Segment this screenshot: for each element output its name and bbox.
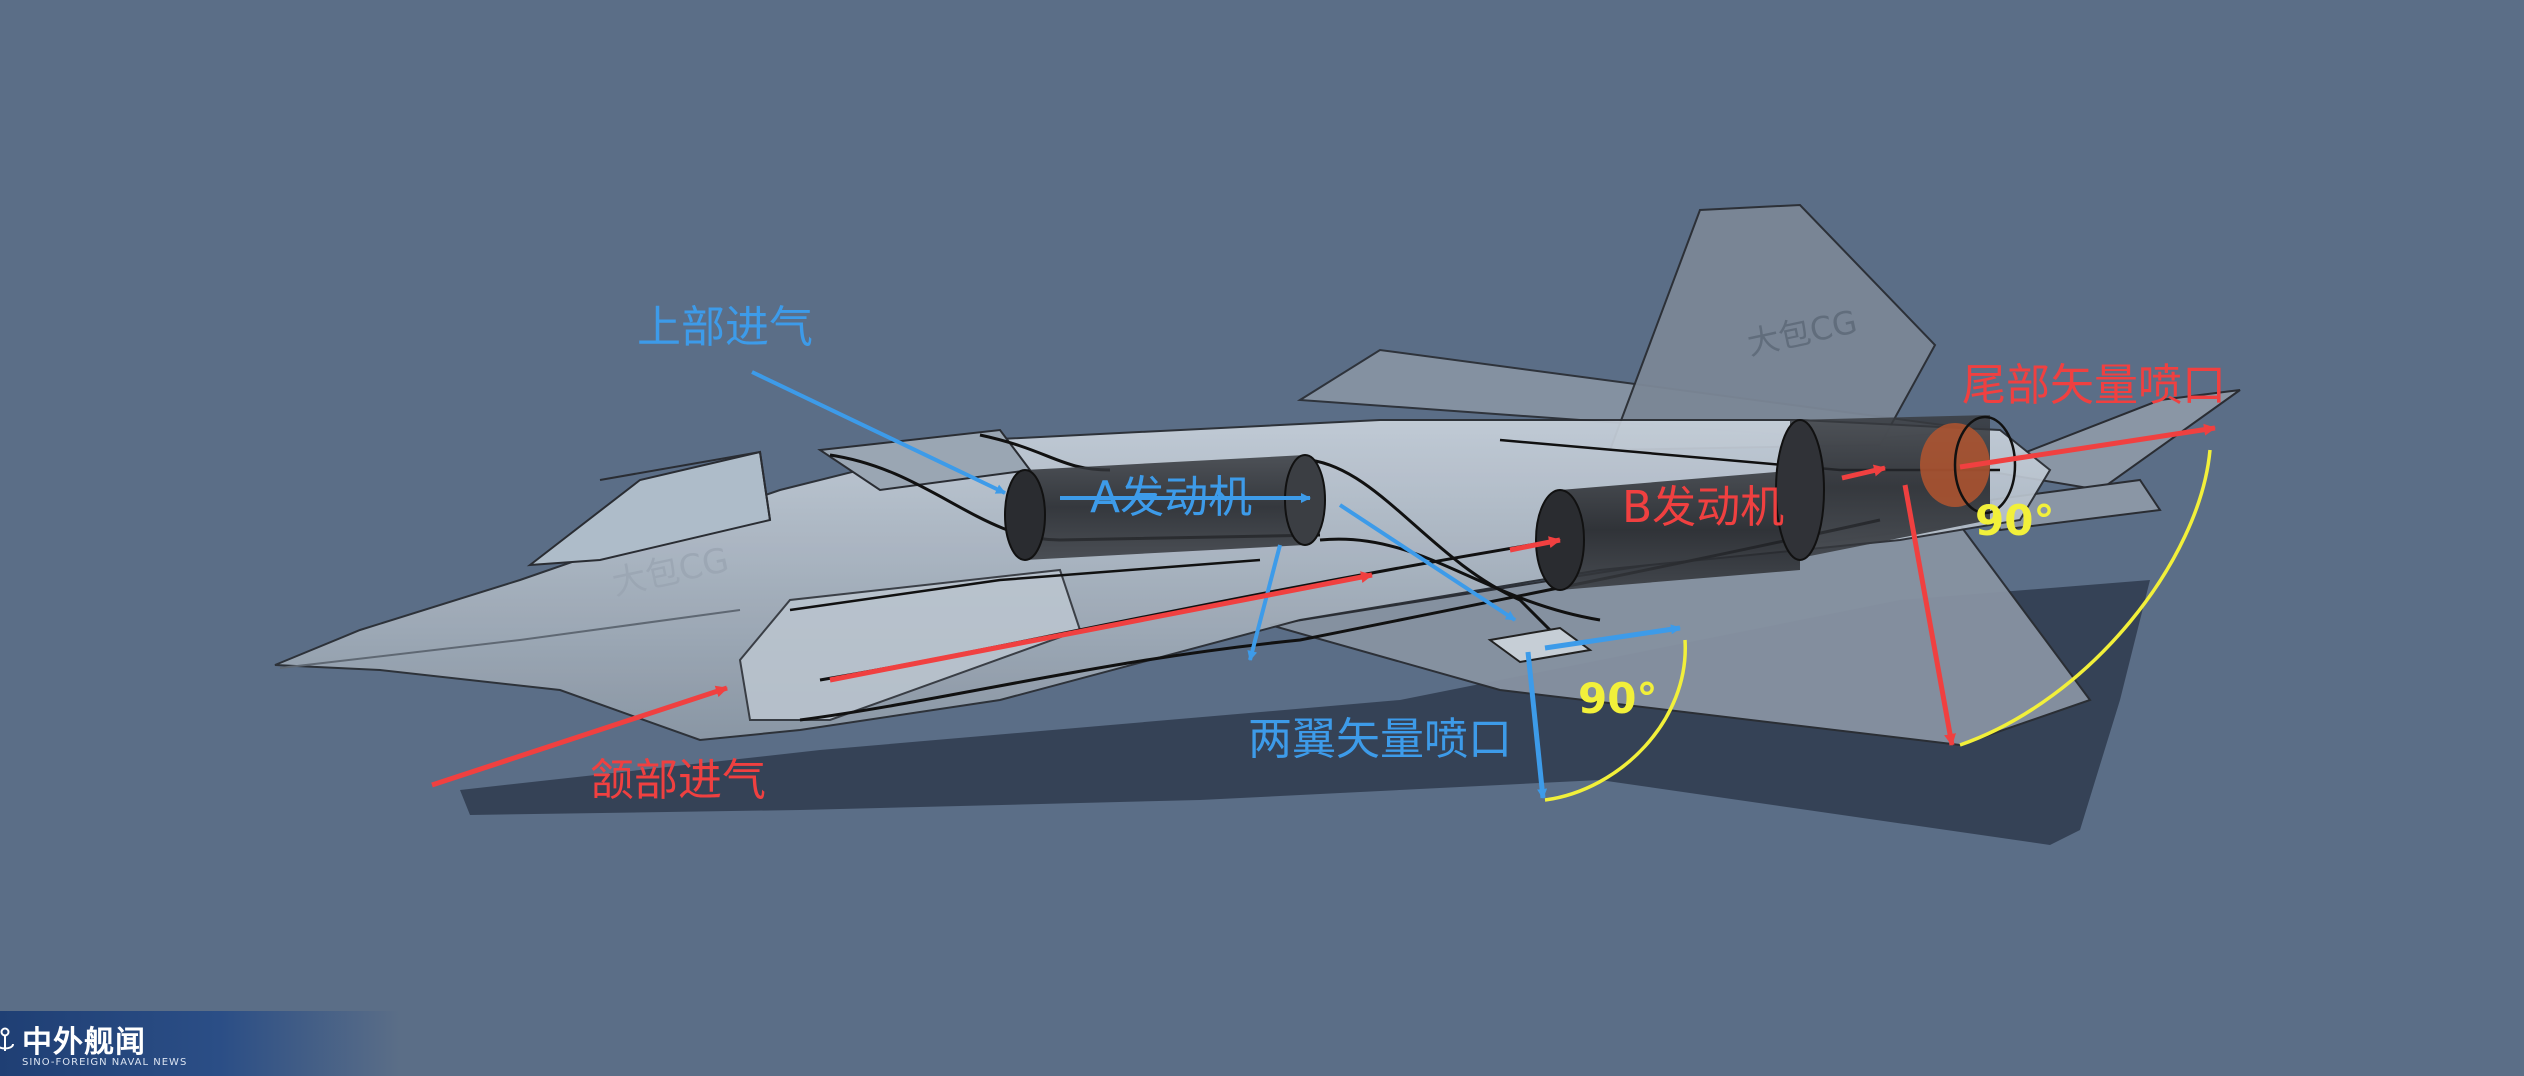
wing-nozzle-arrow-back: [1544, 624, 1681, 651]
duct-line-4: [1319, 537, 1601, 622]
label-top-intake: 上部进气: [637, 302, 813, 353]
duct-line-7: [789, 558, 1261, 612]
label-tail-nozzle: 尾部矢量喷口: [1962, 360, 2226, 411]
wing-nozzle-duct-arrow: [1338, 503, 1517, 622]
engine-b-intake-arrow: [1509, 536, 1561, 553]
wing-nozzle-arrow-down-left: [1247, 544, 1282, 661]
label-engine-b: B发动机: [1622, 482, 1784, 533]
logo-chinese-text: 中外舰闻: [22, 1025, 146, 1060]
label-wing-nozzle: 两翼矢量喷口: [1248, 714, 1512, 765]
top-intake-arrow: [751, 370, 1006, 495]
canopy-frame: [599, 450, 771, 521]
source-logo: 中外舰闻 SINO-FOREIGN NAVAL NEWS: [0, 1011, 400, 1076]
logo-english-text: SINO-FOREIGN NAVAL NEWS: [22, 1057, 188, 1068]
chin-intake-arrow: [431, 685, 728, 788]
wing-nozzle-arrow-down: [1525, 651, 1548, 799]
label-angle-wing: 90°: [1578, 674, 1657, 723]
anchor-emblem-icon: [0, 1027, 14, 1051]
tail-angle-arc: [1959, 449, 2212, 747]
engine-b-exhaust-arrow: [1841, 464, 1886, 481]
tail-nozzle-arrow-down: [1902, 484, 1956, 746]
tail-nozzle: [1953, 415, 2017, 515]
chin-duct-arrow: [829, 571, 1373, 683]
tail-nozzle-arrow-back: [1959, 423, 2216, 470]
label-chin-intake: 颔部进气: [590, 755, 766, 806]
wing-nozzle-slot: [1487, 626, 1593, 664]
label-angle-tail: 90°: [1975, 496, 2054, 545]
aircraft: [274, 203, 2241, 747]
wing-angle-arc: [1544, 639, 1687, 802]
engine-a: [1004, 454, 1326, 561]
nose-line: [279, 609, 741, 669]
label-engine-a: A发动机: [1090, 472, 1252, 523]
